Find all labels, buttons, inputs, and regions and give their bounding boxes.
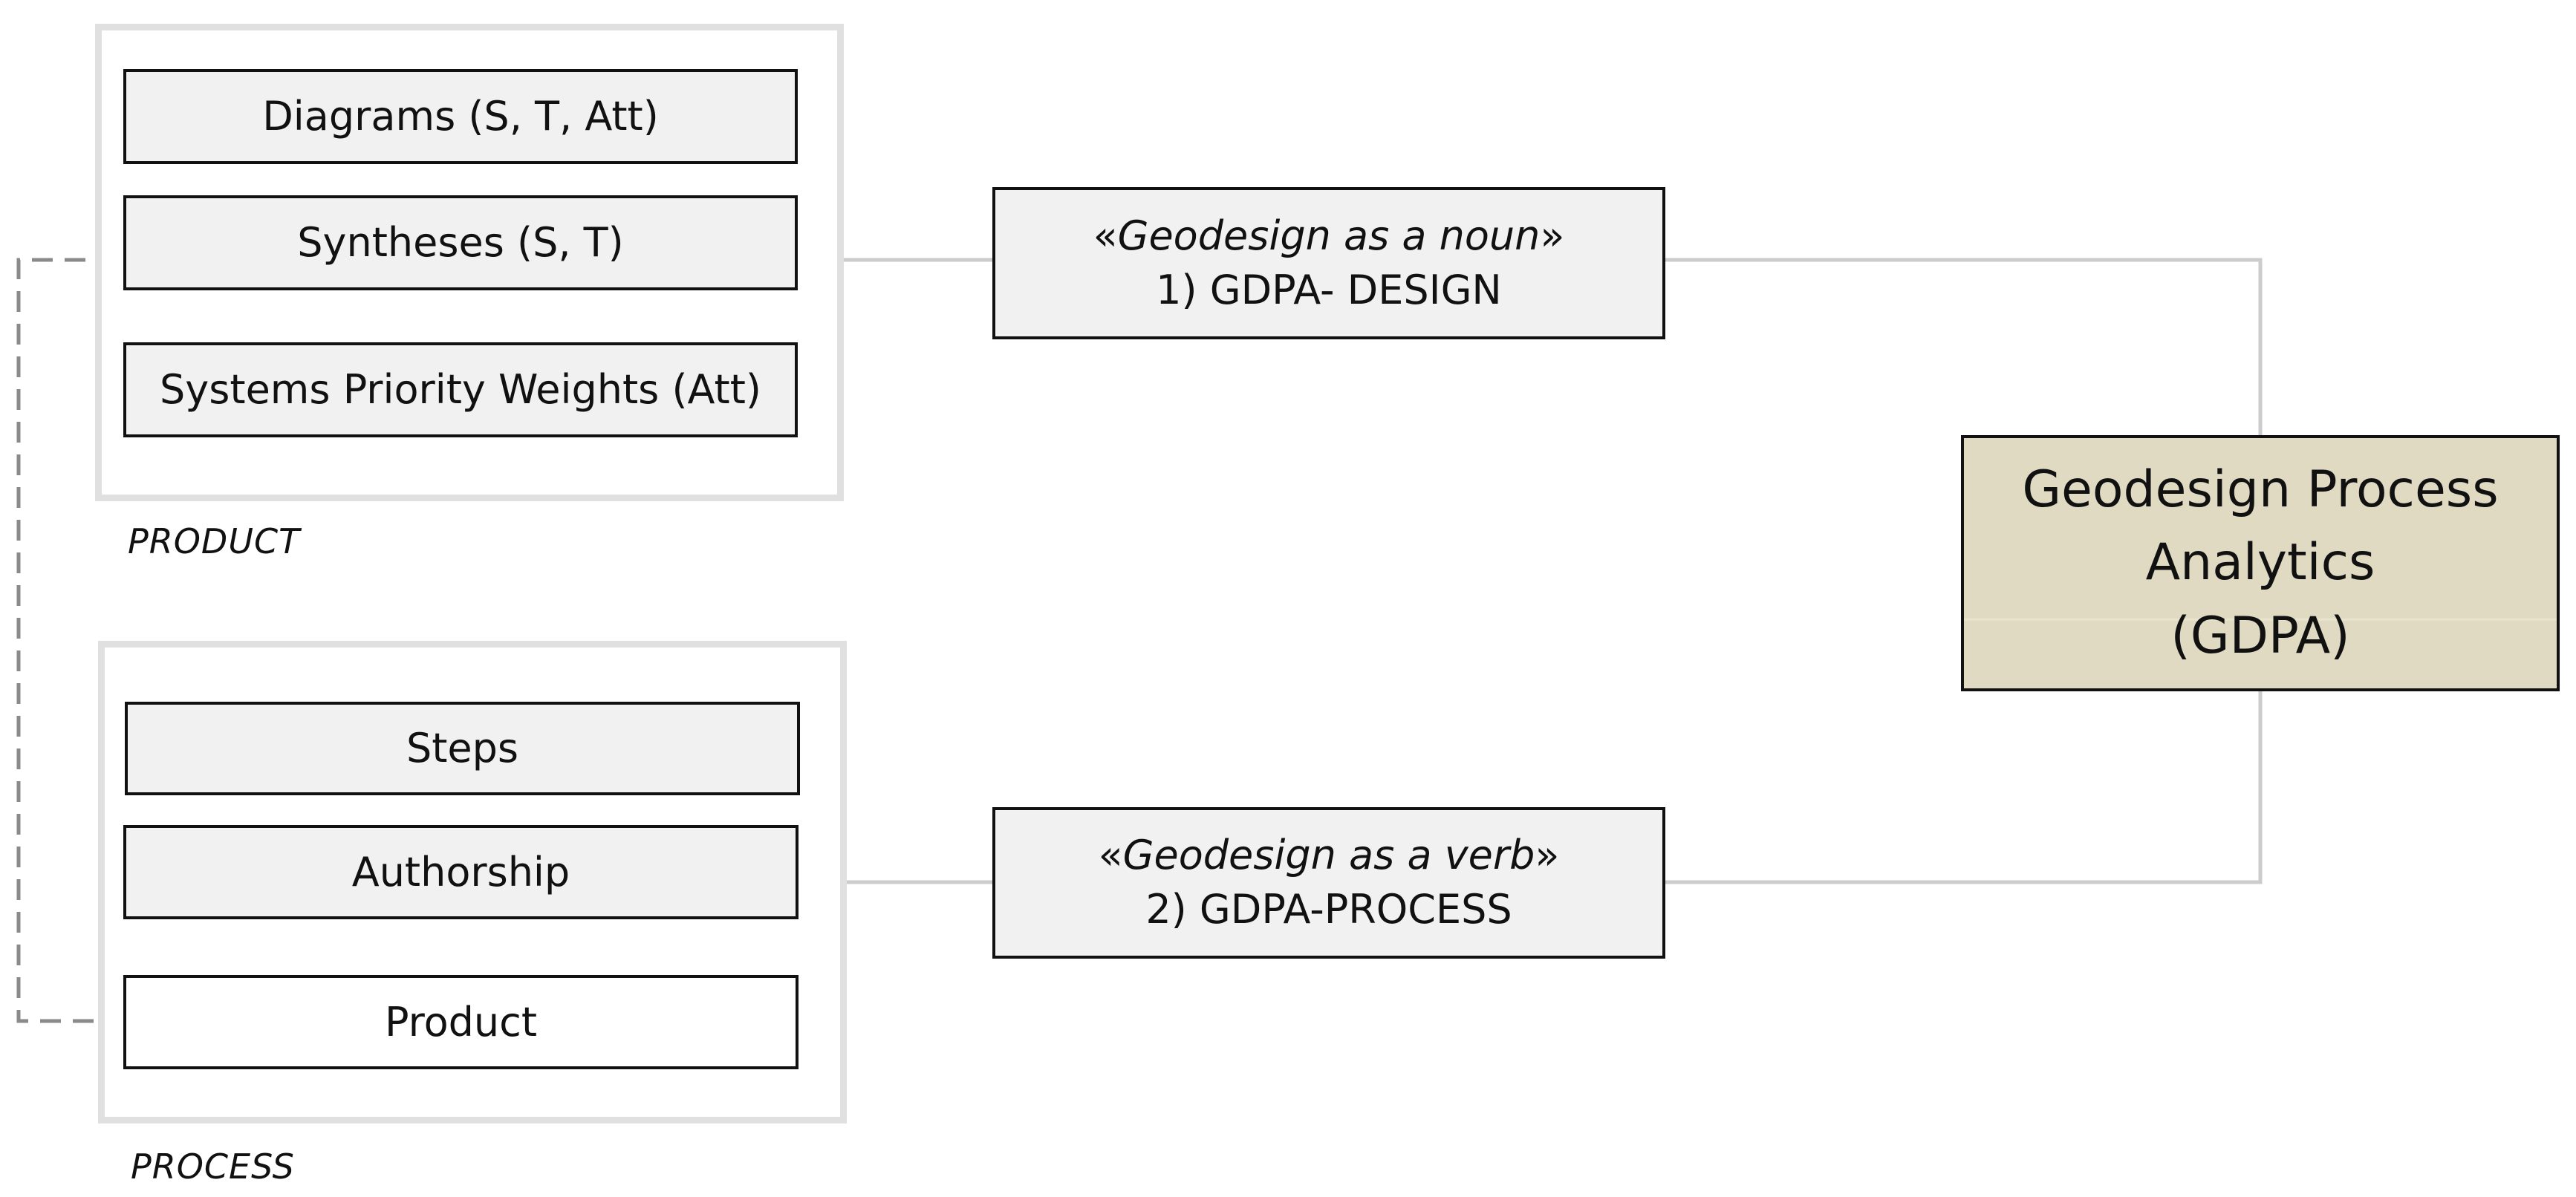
item-steps-label: Steps bbox=[406, 725, 519, 772]
process-node-open-quote: « bbox=[1098, 832, 1123, 879]
process-group-label: PROCESS bbox=[131, 1147, 295, 1187]
item-authorship: Authorship bbox=[123, 825, 799, 919]
design-node-title: Geodesign as a noun bbox=[1117, 212, 1541, 259]
item-steps: Steps bbox=[125, 702, 800, 795]
design-node-close-quote: » bbox=[1540, 212, 1565, 259]
design-node-title-line: «Geodesign as a noun» bbox=[1093, 209, 1565, 264]
item-product-label: Product bbox=[384, 998, 538, 1046]
item-diagrams-label: Diagrams (S, T, Att) bbox=[262, 93, 659, 140]
item-syntheses: Syntheses (S, T) bbox=[123, 195, 798, 290]
gdpa-node: Geodesign Process Analytics (GDPA) bbox=[1961, 435, 2560, 691]
process-node-label: 2) GDPA-PROCESS bbox=[1145, 886, 1512, 933]
process-node: «Geodesign as a verb» 2) GDPA-PROCESS bbox=[992, 807, 1665, 959]
process-node-close-quote: » bbox=[1535, 832, 1560, 879]
design-node-label: 1) GDPA- DESIGN bbox=[1156, 266, 1502, 313]
connector-design-to-gdpa bbox=[1664, 258, 2263, 435]
gdpa-line-2: Analytics bbox=[2145, 533, 2375, 593]
item-syntheses-label: Syntheses (S, T) bbox=[297, 219, 624, 267]
item-product: Product bbox=[123, 975, 799, 1069]
process-node-title: Geodesign as a verb bbox=[1122, 832, 1535, 879]
gdpa-line-3: (GDPA) bbox=[2170, 606, 2350, 665]
item-systems-priority-weights: Systems Priority Weights (Att) bbox=[123, 342, 798, 437]
connector-verb-to-gdpa bbox=[1664, 691, 2263, 884]
item-systems-priority-weights-label: Systems Priority Weights (Att) bbox=[160, 366, 761, 414]
item-diagrams: Diagrams (S, T, Att) bbox=[123, 69, 798, 164]
design-node: «Geodesign as a noun» 1) GDPA- DESIGN bbox=[992, 187, 1665, 339]
design-node-open-quote: « bbox=[1093, 212, 1118, 259]
gdpa-line-1: Geodesign Process bbox=[2022, 460, 2499, 519]
product-group-label: PRODUCT bbox=[128, 521, 301, 561]
process-node-title-line: «Geodesign as a verb» bbox=[1099, 829, 1560, 883]
item-authorship-label: Authorship bbox=[351, 848, 570, 896]
